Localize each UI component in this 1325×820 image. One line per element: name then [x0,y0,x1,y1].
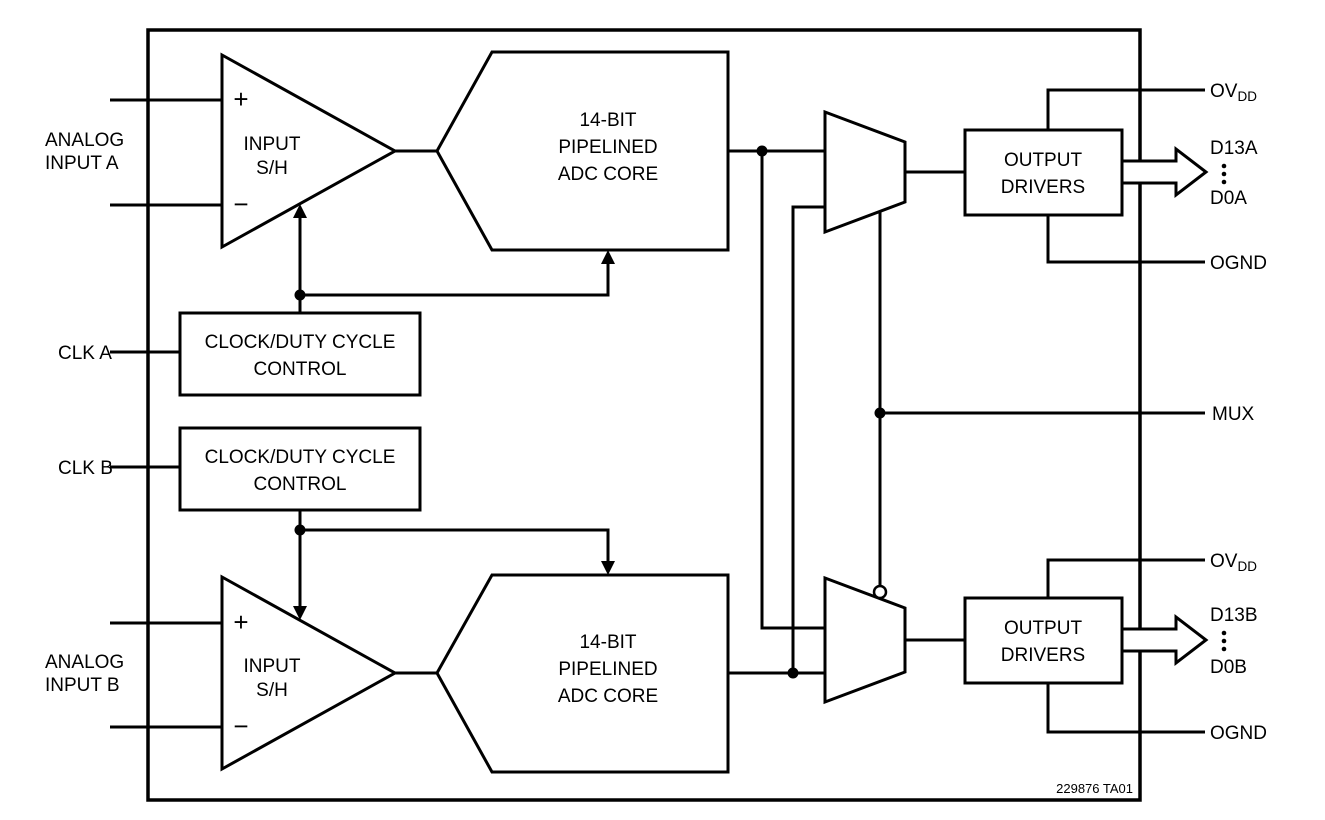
output-drivers-a-line2: DRIVERS [1001,177,1085,198]
mux-a-shape [823,109,907,235]
ovdd-b-base: OV [1210,551,1238,572]
clock-control-b-line1: CLOCK/DUTY CYCLE [205,447,396,468]
plus-sign-a: + [233,84,248,114]
pin-analog-input-a: ANALOG INPUT A [45,98,222,207]
minus-sign-b: − [233,711,248,741]
sh-amp-b-shape [220,574,399,772]
data-bus-b-arrow-icon [1120,613,1209,667]
ovdd-a-base: OV [1210,81,1238,102]
data-bus-a-arrow-icon [1120,145,1209,199]
plus-sign-b: + [233,607,248,637]
sh-amplifier-b: + − INPUT S/H [220,574,438,772]
ognd-a-wire [1046,215,1205,264]
d13a-label: D13A [1210,138,1258,159]
adc-core-a-line3: ADC CORE [558,164,658,185]
output-section-a: OUTPUT DRIVERS OVDD D13A D0A OGND [963,81,1267,274]
ovdd-a-sub: DD [1237,89,1257,104]
adc-core-b-line1: 14-BIT [579,632,636,653]
pin-analog-input-b: ANALOG INPUT B [45,621,222,729]
clock-control-a-line2: CONTROL [254,359,347,380]
sh-amplifier-a: + − INPUT S/H [220,52,438,250]
minus-sign-a: − [233,189,248,219]
sh-amp-a-shape [220,52,399,250]
output-drivers-a-line1: OUTPUT [1004,150,1083,171]
clk-a-label: CLK A [58,343,112,364]
analog-a-label-line1: ANALOG [45,130,124,151]
adc-b-junction-dot [787,667,799,679]
ovdd-b-sub: DD [1237,559,1257,574]
d0b-label: D0B [1210,657,1247,678]
analog-b-label-line1: ANALOG [45,652,124,673]
d13b-label: D13B [1210,605,1258,626]
ognd-b-wire [1046,683,1205,734]
output-section-b: OUTPUT DRIVERS OVDD D13B D0B OGND [963,551,1267,744]
adc-b-to-mux-a-wire [791,205,825,673]
ovdd-a-wire [1046,88,1205,130]
bus-b-ellipsis-dot2 [1221,638,1227,644]
mux-section: MUX [823,109,1255,705]
clk-b-label: CLK B [58,458,113,479]
ovdd-b-label: OVDD [1210,551,1257,574]
d0a-label: D0A [1210,188,1247,209]
output-drivers-b-box [963,596,1124,685]
adc-a-to-mux-b-wire [760,151,825,630]
bus-a-ellipsis-dot2 [1221,171,1227,177]
clock-b-amp-arrowhead-icon [293,606,307,620]
clock-control-a-line1: CLOCK/DUTY CYCLE [205,332,396,353]
sh-amp-a-label-line2: S/H [256,158,288,179]
analog-b-label-line2: INPUT B [45,675,120,696]
clock-b-adc-arrowhead-icon [601,561,615,575]
clock-a-adc-arrowhead-icon [601,250,615,264]
clock-b-to-adc-wire [300,528,610,561]
clock-control-b: CLK B CLOCK/DUTY CYCLE CONTROL [58,426,615,620]
bus-a-ellipsis-dot3 [1221,179,1227,185]
clock-control-a-box [178,311,422,397]
mux-pin-label: MUX [1212,404,1255,425]
clock-control-a: CLK A CLOCK/DUTY CYCLE CONTROL [58,204,615,397]
output-drivers-a-box [963,128,1124,217]
bus-a-ellipsis-dot1 [1221,163,1227,169]
adc-core-a-line1: 14-BIT [579,110,636,131]
adc-a-junction-dot [756,145,768,157]
adc-core-a: 14-BIT PIPELINED ADC CORE [435,50,730,252]
chip-boundary [146,28,1142,802]
adc-core-b: 14-BIT PIPELINED ADC CORE [435,573,730,774]
bus-b-ellipsis-dot1 [1221,630,1227,636]
clock-control-b-box [178,426,422,512]
adc-core-b-line3: ADC CORE [558,686,658,707]
analog-a-label-line2: INPUT A [45,153,119,174]
sh-amp-b-label-line2: S/H [256,680,288,701]
ognd-a-label: OGND [1210,253,1267,274]
output-drivers-b-line1: OUTPUT [1004,618,1083,639]
bus-b-ellipsis-dot3 [1221,646,1227,652]
ognd-b-label: OGND [1210,723,1267,744]
clock-control-b-line2: CONTROL [254,474,347,495]
adc-core-b-line2: PIPELINED [558,659,657,680]
adc-core-a-line2: PIPELINED [558,137,657,158]
clock-a-to-adc-wire [300,264,610,297]
mux-b-shape [823,575,907,705]
figure-caption: 229876 TA01 [1056,781,1133,796]
ovdd-b-wire [1046,558,1205,598]
ovdd-a-label: OVDD [1210,81,1257,104]
output-drivers-b-line2: DRIVERS [1001,645,1085,666]
sh-amp-a-label-line1: INPUT [244,134,301,155]
sh-amp-b-label-line1: INPUT [244,656,301,677]
mux-b-invert-bubble-icon [872,584,888,600]
adc-to-mux-routing [728,145,825,679]
clock-a-amp-arrowhead-icon [293,204,307,218]
